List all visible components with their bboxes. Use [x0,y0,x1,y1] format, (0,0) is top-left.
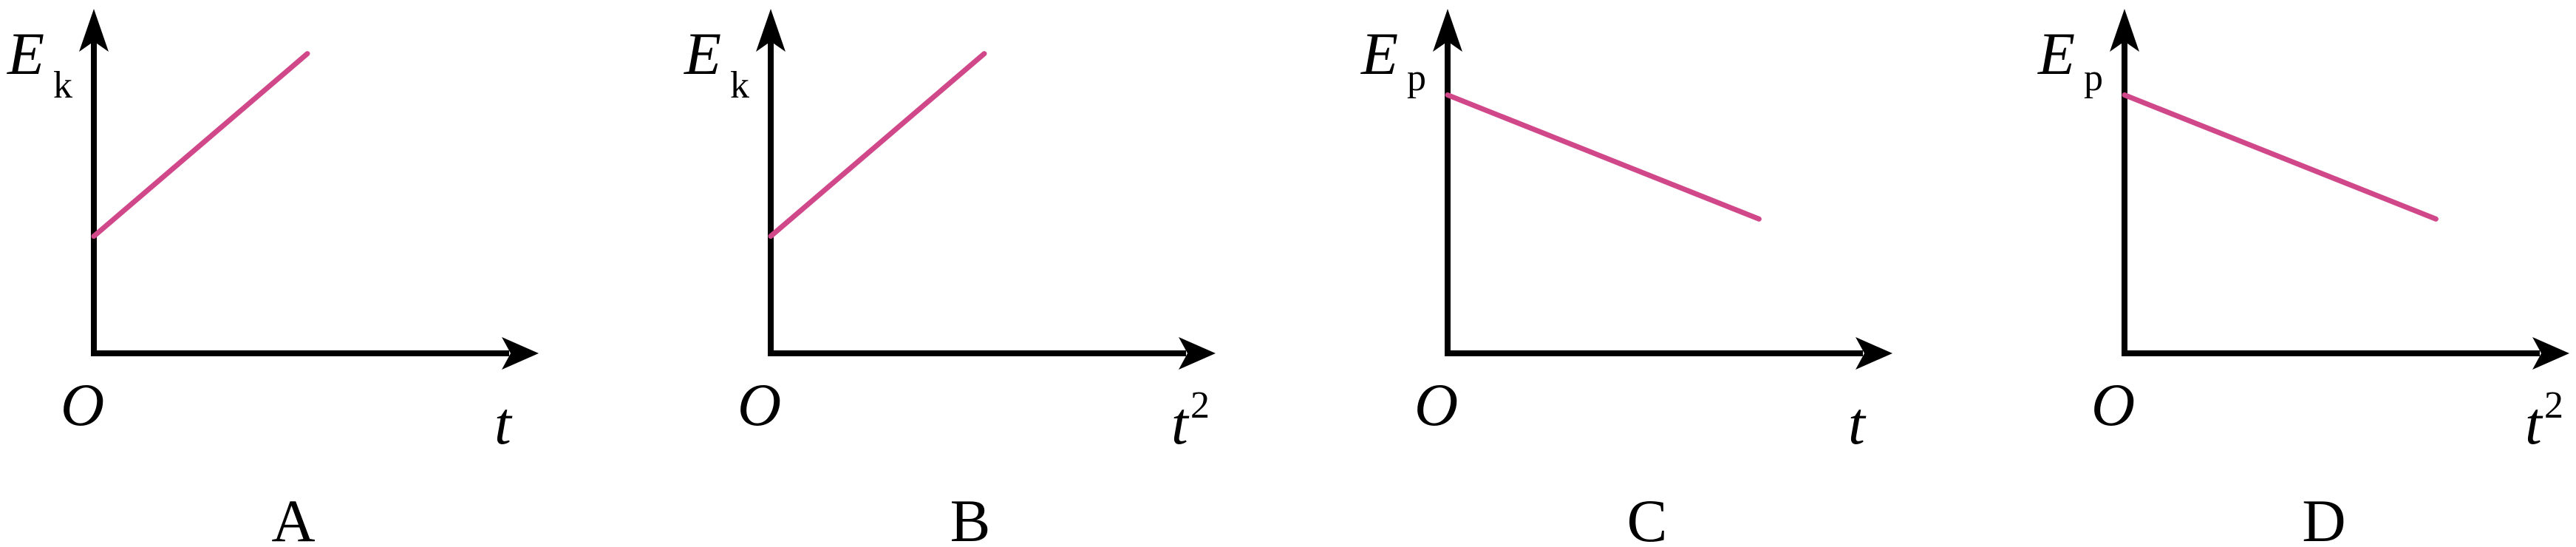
y-axis-label: E [684,20,721,87]
x-axis-arrow-icon [2532,337,2569,370]
x-axis-label: t [1171,390,1190,457]
x-axis-arrow-icon [1179,337,1216,370]
y-axis-arrow-icon [1433,9,1462,52]
y-axis-label: E [7,20,44,87]
y-axis-subscript: p [2084,57,2103,99]
data-line [768,51,987,239]
origin-label: O [61,371,104,438]
x-axis-superscript: 2 [1190,384,1210,427]
y-axis-subscript: k [730,64,749,106]
x-axis-arrow-icon [1856,337,1892,370]
x-axis-arrow-icon [502,337,539,370]
data-line [91,51,310,239]
y-axis-arrow-icon [756,9,786,52]
x-axis-label: t [494,390,513,457]
data-line [2122,92,2439,222]
panel-label: A [271,487,315,547]
origin-label: O [1414,371,1458,438]
y-axis-label: E [1360,20,1398,87]
origin-label: O [2091,371,2135,438]
panel-label: B [950,487,991,547]
data-line [1445,92,1762,222]
origin-label: O [737,371,781,438]
y-axis-subscript: p [1407,57,1426,99]
y-axis-label: E [2037,20,2075,87]
y-axis-arrow-icon [79,9,109,52]
panel-label: C [1627,487,1668,547]
x-axis-label: t [1848,390,1867,457]
panel-label: D [2302,487,2345,547]
y-axis-subscript: k [53,64,72,106]
x-axis-label: t [2525,390,2543,457]
x-axis-superscript: 2 [2544,384,2563,427]
y-axis-arrow-icon [2110,9,2139,52]
